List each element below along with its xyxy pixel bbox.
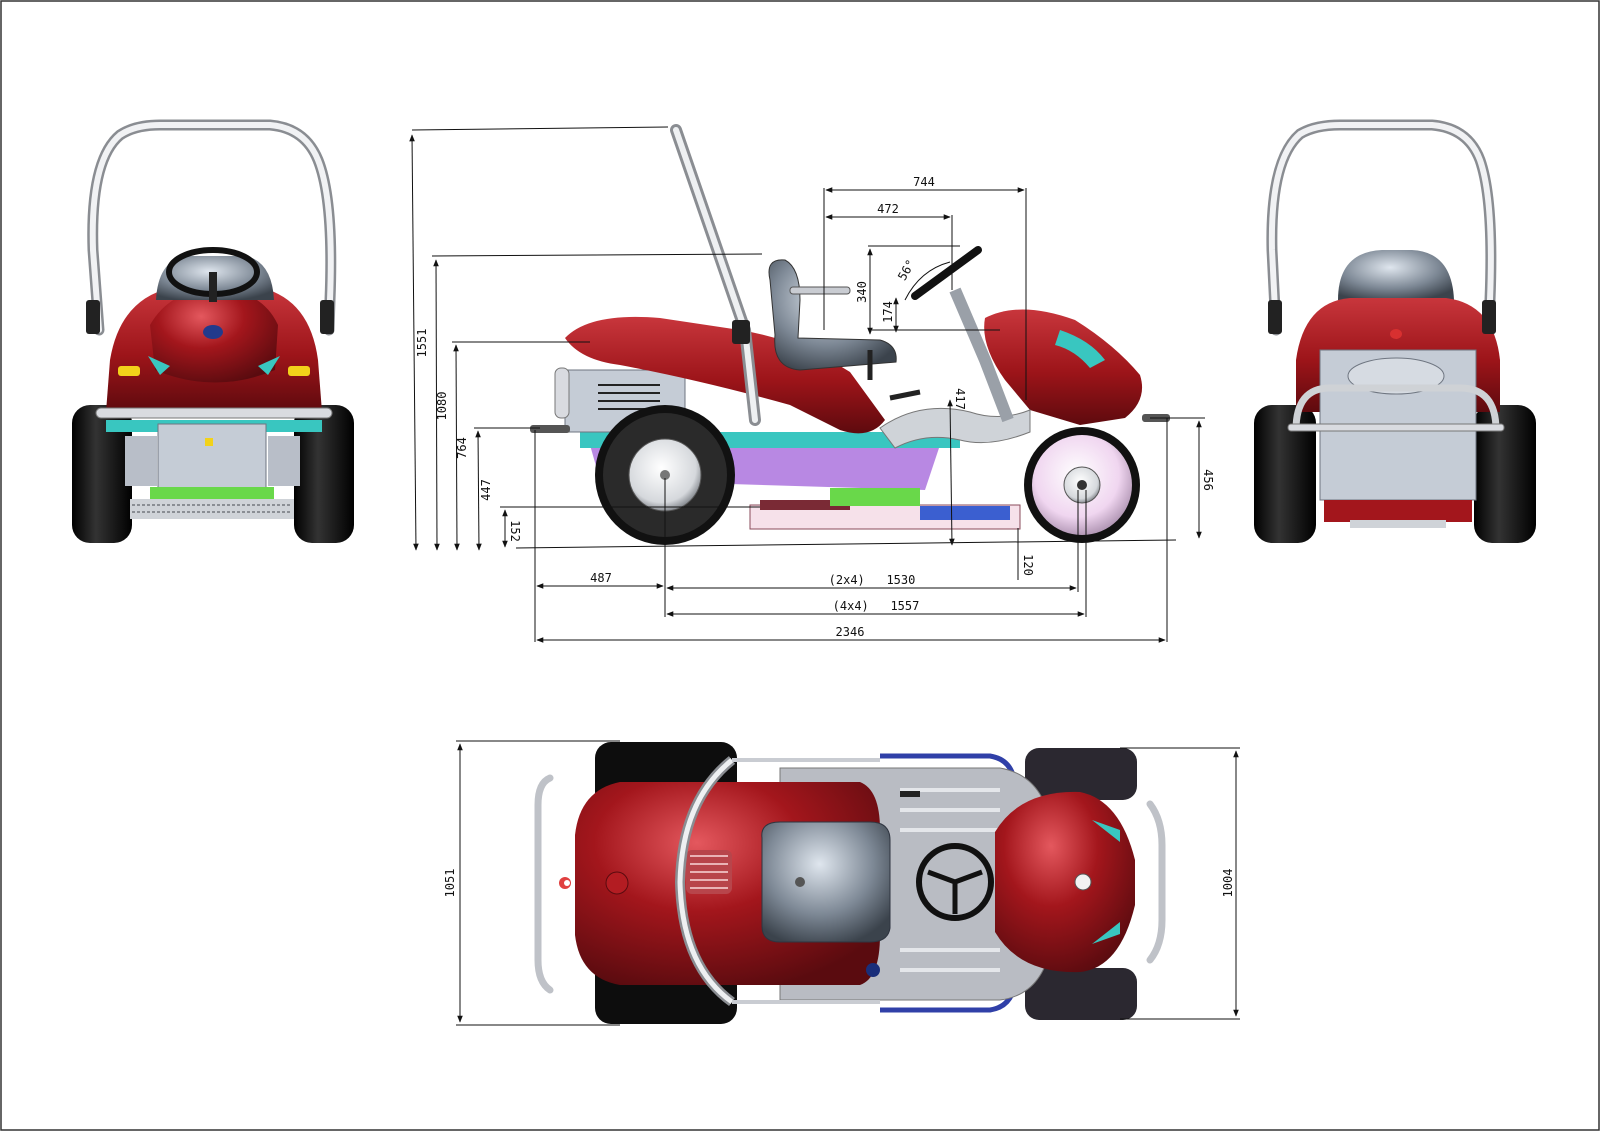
rear-bumper [1287, 423, 1505, 432]
front-left-tire [72, 405, 132, 543]
rear-left-tire [1254, 405, 1316, 543]
top-front-hood [995, 791, 1135, 973]
side-steering-wheel [911, 246, 982, 300]
dim-wheelbase-4x4: (4x4) 1557 [833, 599, 920, 613]
rear-right-tire [1474, 405, 1536, 543]
side-front-hood [984, 309, 1143, 425]
rear-seat [1338, 250, 1454, 300]
dim-wheel-height: 340 [855, 281, 869, 303]
dim-overall-length: 2346 [836, 625, 865, 639]
top-front-right-tire [1025, 968, 1137, 1020]
dimension-labels: 1551 1080 764 447 152 744 472 340 174 56… [415, 175, 1235, 897]
dim-floor-height: 417 [953, 388, 967, 410]
dim-front-height: 456 [1201, 469, 1215, 491]
front-bumper [95, 407, 333, 419]
dim-seat-to-wheel-x: 744 [913, 175, 935, 189]
side-steering-column [949, 287, 1014, 423]
dimension-lines [409, 126, 1240, 1026]
dim-overall-height: 1551 [415, 329, 429, 358]
front-right-tire [294, 405, 354, 543]
dim-hood-height: 764 [455, 437, 469, 459]
dim-rear-width: 1051 [443, 869, 457, 898]
dim-rear-overhang: 487 [590, 571, 612, 585]
dim-front-width: 1004 [1221, 869, 1235, 898]
side-view [515, 124, 1177, 549]
dim-seat-back-height: 1080 [435, 392, 449, 421]
front-view [72, 119, 354, 543]
top-front-left-tire [1025, 748, 1137, 800]
dim-wheel-angle: 56° [895, 257, 918, 283]
dim-deck-height: 152 [508, 520, 522, 542]
side-rear-hood [565, 316, 885, 434]
top-view [534, 742, 1166, 1024]
side-seat [768, 259, 897, 371]
rear-view [1254, 119, 1536, 543]
dim-seat-to-wheel-y: 174 [881, 301, 895, 323]
dim-wheelbase-2x4: (2x4) 1530 [829, 573, 916, 587]
dim-step-height: 447 [479, 479, 493, 501]
top-seat [761, 821, 891, 943]
front-deck-box [157, 423, 267, 489]
dim-seat-to-column-x: 472 [877, 202, 899, 216]
dim-ground-clearance: 120 [1021, 554, 1035, 576]
top-steering-wheel [916, 843, 994, 921]
